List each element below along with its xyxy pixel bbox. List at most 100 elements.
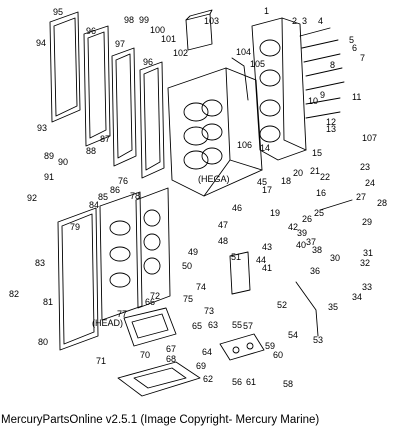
callout-25: 25 (314, 208, 324, 218)
callout-71: 71 (96, 356, 106, 366)
callout-93: 93 (37, 123, 47, 133)
callout-15: 15 (312, 148, 322, 158)
callout-76: 76 (118, 176, 128, 186)
callout-72: 72 (150, 291, 160, 301)
callout-5: 5 (349, 35, 354, 45)
callout-13: 13 (326, 124, 336, 134)
callout-102: 102 (173, 48, 188, 58)
callout-4: 4 (318, 16, 323, 26)
callout-46: 46 (232, 203, 242, 213)
callout-83: 83 (35, 258, 45, 268)
callout-20: 20 (293, 168, 303, 178)
callout-89: 89 (44, 151, 54, 161)
callout-6: 6 (352, 43, 357, 53)
callout-41: 41 (262, 263, 272, 273)
callout-22: 22 (320, 172, 330, 182)
callout-50: 50 (182, 261, 192, 271)
callout-28: 28 (377, 198, 387, 208)
callout-92: 92 (27, 193, 37, 203)
callout-64: 64 (202, 347, 212, 357)
exploded-parts-diagram: 1 2 3 4 5 6 7 8 9 10 11 12 13 14 15 16 1… (9, 6, 387, 397)
callout-40: 40 (296, 240, 306, 250)
callout-73: 73 (204, 306, 214, 316)
callout-12: 12 (326, 117, 336, 127)
callout-17: 17 (262, 185, 272, 195)
callout-101: 101 (161, 34, 176, 44)
callout-48: 48 (218, 236, 228, 246)
callout-86: 86 (110, 185, 120, 195)
callout-43: 43 (262, 242, 272, 252)
head-label: (HEAD) (92, 318, 123, 328)
callout-60: 60 (273, 350, 283, 360)
callout-42: 42 (288, 222, 298, 232)
callout-14: 14 (260, 143, 270, 153)
callout-47: 47 (218, 220, 228, 230)
cylinder-head-drawing (99, 191, 143, 321)
callout-11: 11 (352, 92, 361, 102)
callout-69: 69 (196, 361, 206, 371)
callout-75: 75 (183, 294, 193, 304)
callout-97: 97 (115, 39, 125, 49)
callout-94: 94 (36, 38, 46, 48)
callout-19: 19 (270, 208, 280, 218)
callout-27: 27 (356, 192, 366, 202)
callout-44: 44 (256, 255, 266, 265)
callout-99: 99 (139, 15, 149, 25)
callout-79: 79 (70, 222, 80, 232)
callout-91: 91 (44, 172, 54, 182)
callout-70: 70 (140, 350, 150, 360)
callout-10: 10 (308, 96, 318, 106)
callout-24: 24 (365, 178, 375, 188)
callout-3: 3 (302, 16, 307, 26)
exhaust-plate-drawing (123, 307, 177, 347)
callout-62: 62 (203, 374, 213, 384)
callout-103: 103 (204, 16, 219, 26)
callout-49: 49 (188, 247, 198, 257)
callout-81: 81 (43, 297, 53, 307)
callout-56: 56 (232, 377, 242, 387)
callout-1: 1 (264, 6, 269, 16)
gasket-95-drawing (49, 11, 81, 123)
gasket-96b-drawing (139, 61, 165, 179)
callout-90: 90 (58, 157, 68, 167)
callout-18: 18 (281, 176, 291, 186)
crankcase-drawing (251, 17, 307, 161)
callout-107: 107 (362, 133, 377, 143)
callout-45: 45 (257, 177, 267, 187)
callout-38: 38 (312, 245, 322, 255)
callout-37: 37 (306, 237, 316, 247)
callout-numbers: 1 2 3 4 5 6 7 8 9 10 11 12 13 14 15 16 1… (9, 6, 387, 389)
callout-100: 100 (150, 25, 165, 35)
callout-65: 65 (192, 321, 202, 331)
tube-28-drawing (319, 199, 353, 211)
callout-87: 87 (100, 134, 110, 144)
callout-66: 66 (145, 297, 155, 307)
callout-63: 63 (208, 320, 218, 330)
callout-34: 34 (352, 292, 362, 302)
callout-57: 57 (243, 321, 253, 331)
callout-2: 2 (292, 16, 297, 26)
callout-55: 55 (232, 320, 242, 330)
head-gasket-drawing (135, 187, 171, 309)
callout-82: 82 (9, 289, 19, 299)
callout-95: 95 (53, 7, 63, 17)
callout-31: 31 (363, 248, 373, 258)
cover-plate-96-drawing (83, 25, 111, 147)
callout-36: 36 (310, 266, 320, 276)
hega-label: (HEGA) (198, 174, 230, 184)
callout-88: 88 (86, 146, 96, 156)
callout-68: 68 (166, 354, 176, 364)
callout-23: 23 (360, 162, 370, 172)
callout-52: 52 (277, 300, 287, 310)
leader-104-drawing (231, 57, 249, 101)
adaptor-plate-drawing (117, 361, 201, 397)
hose-drawing (295, 281, 319, 337)
callout-106: 106 (237, 140, 252, 150)
callout-30: 30 (330, 253, 340, 263)
callout-33: 33 (362, 282, 372, 292)
copyright-caption: MercuryPartsOnline v2.5.1 (Image Copyrig… (1, 414, 320, 426)
callout-26: 26 (302, 214, 312, 224)
callout-9: 9 (320, 90, 325, 100)
thermostat-housing-drawing (229, 251, 251, 295)
callout-53: 53 (313, 335, 323, 345)
